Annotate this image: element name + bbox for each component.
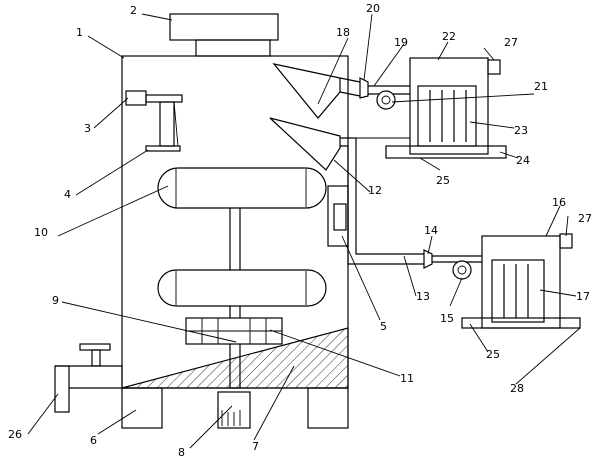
- label-17: 17: [576, 290, 590, 303]
- label-27-upper: 27: [504, 36, 518, 49]
- label-23: 23: [514, 124, 528, 137]
- label-2: 2: [130, 4, 137, 17]
- bottom-motor: [217, 391, 251, 429]
- side-control-box: [327, 185, 349, 247]
- stirring-assembly: [157, 167, 327, 389]
- support-legs: [121, 387, 349, 429]
- drain-valve: [54, 343, 123, 413]
- label-10: 10: [34, 226, 48, 239]
- label-8: 8: [178, 446, 185, 459]
- label-25-lower: 25: [486, 348, 500, 361]
- upper-hood: [272, 63, 410, 119]
- lower-hood-and-pipe: [269, 117, 482, 280]
- label-21: 21: [534, 80, 548, 93]
- lower-condenser: [461, 233, 581, 329]
- label-16: 16: [552, 196, 566, 209]
- label-26: 26: [8, 428, 22, 441]
- label-11: 11: [400, 372, 414, 385]
- upper-condenser: [385, 57, 507, 159]
- nozzle-bracket: [125, 90, 183, 152]
- label-9: 9: [52, 294, 59, 307]
- label-24: 24: [516, 154, 530, 167]
- top-motor: [169, 13, 279, 57]
- label-20: 20: [366, 2, 380, 15]
- label-12: 12: [368, 184, 382, 197]
- label-22: 22: [442, 30, 456, 43]
- label-19: 19: [394, 36, 408, 49]
- label-1: 1: [76, 26, 83, 39]
- label-5: 5: [380, 320, 387, 333]
- leader-lines: [27, 13, 581, 449]
- label-27-lower: 27: [578, 212, 592, 225]
- label-14: 14: [424, 224, 438, 237]
- label-6: 6: [90, 434, 97, 447]
- label-18: 18: [336, 26, 350, 39]
- label-4: 4: [64, 188, 71, 201]
- label-7: 7: [252, 440, 259, 453]
- part-labels: 1 2 3 4 5 6 7 8 9 10 11 12 13 14 15 16 1…: [8, 2, 592, 459]
- filter-screen: [185, 317, 283, 345]
- label-15: 15: [440, 312, 454, 325]
- label-13: 13: [416, 290, 430, 303]
- label-28: 28: [510, 382, 524, 395]
- label-25-upper: 25: [436, 174, 450, 187]
- label-3: 3: [84, 122, 91, 135]
